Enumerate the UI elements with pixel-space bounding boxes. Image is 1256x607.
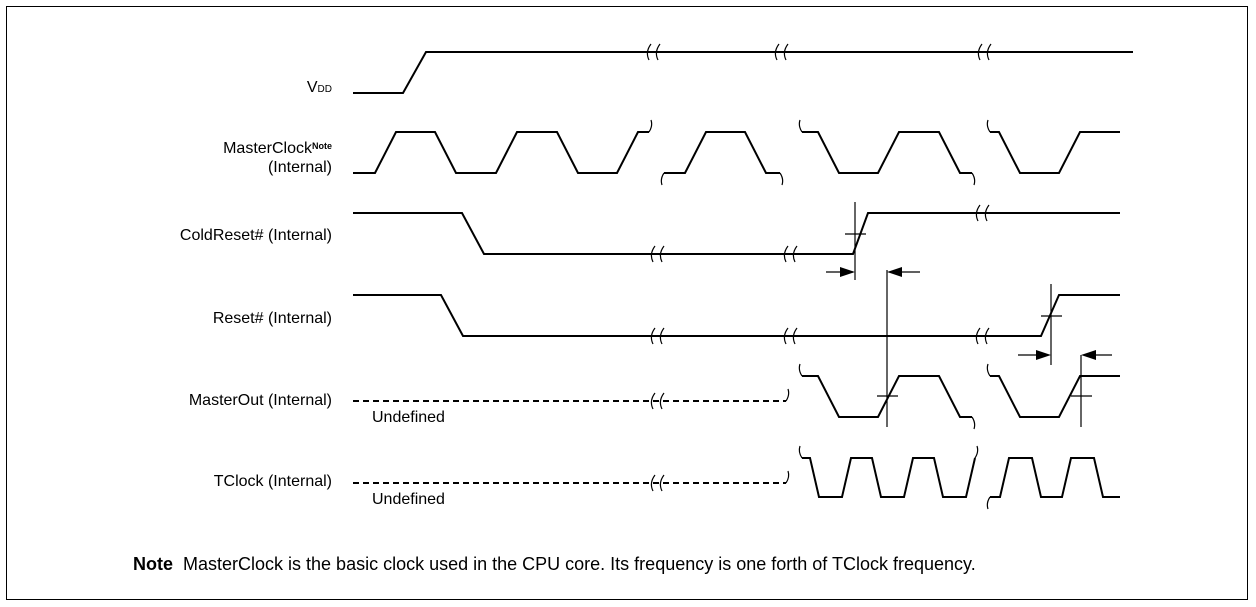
tclock-undefined-label: Undefined [372,491,445,508]
footnote: Note MasterClock is the basic clock used… [133,554,976,575]
note-text: MasterClock is the basic clock used in t… [183,554,976,574]
reset-waveform [353,294,1120,337]
label-note-superscript: Note [312,141,332,151]
label-tclock: TClock (Internal) [213,473,332,490]
break-marks [646,43,992,510]
tclock-waveform [353,457,1120,498]
note-heading: Note [133,554,173,574]
label-masterout: MasterOut (Internal) [188,392,332,409]
vdd-waveform [353,51,1133,94]
diagram-frame [6,6,1248,600]
masterout-undefined-label: Undefined [372,409,445,426]
label-vdd: VDD [306,79,332,96]
coldreset-waveform [353,212,1120,255]
masterclock-waveform [353,131,1120,174]
masterout-waveform [353,375,1120,418]
label-coldreset: ColdReset# (Internal) [179,227,332,244]
timing-markers [826,202,1112,427]
label-masterclock: MasterClockNote (Internal) [223,140,332,176]
timing-arrowheads [840,267,1096,360]
label-reset: Reset# (Internal) [212,310,332,327]
